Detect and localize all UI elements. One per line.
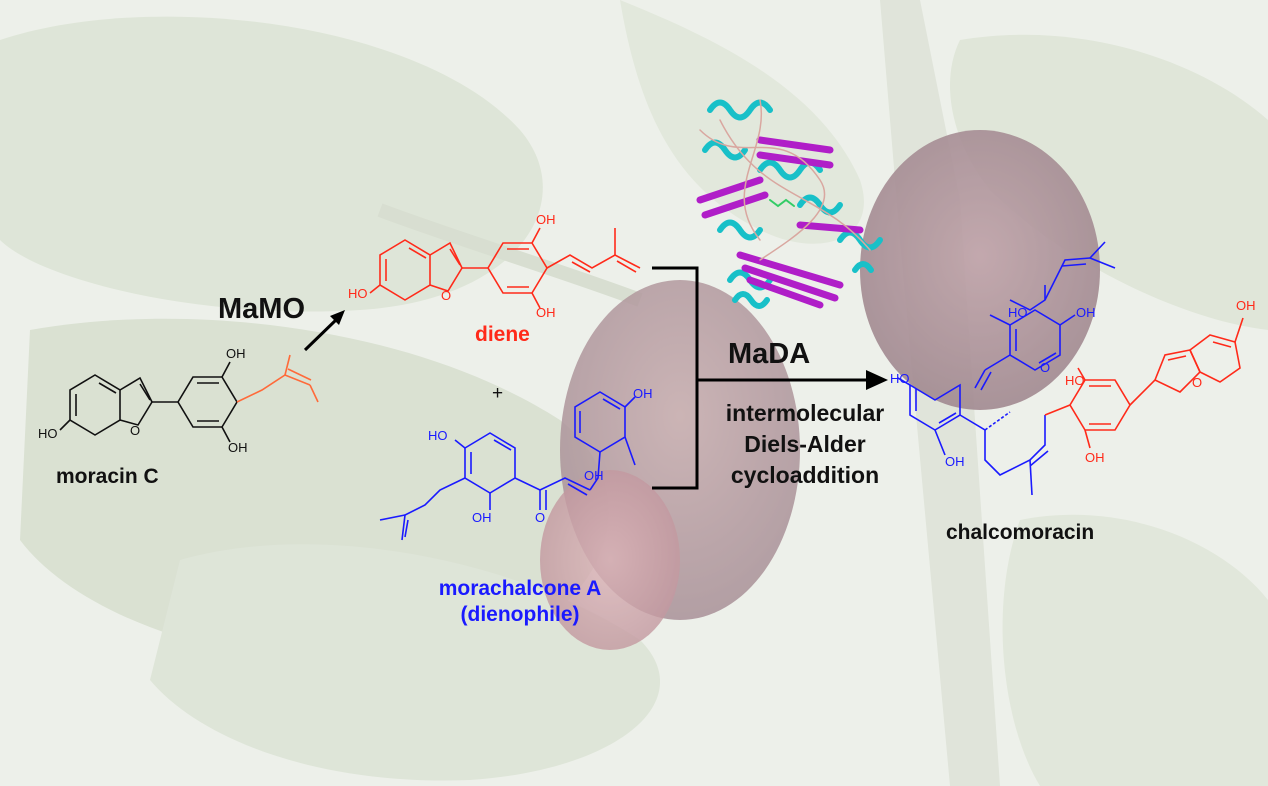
morachalcone-oh-bottom: OH	[472, 510, 492, 525]
diene-oh-top: OH	[536, 212, 556, 227]
moracin-c-structure	[59, 354, 319, 443]
mada-arrowhead	[866, 370, 888, 390]
chalcomoracin-oh-far: OH	[1236, 298, 1256, 313]
diene-oh-bottom: OH	[536, 305, 556, 320]
chalcomoracin-ho-upper: HO	[1008, 305, 1028, 320]
chalcomoracin-ho-red: HO	[1065, 373, 1085, 388]
moracin-c-o: O	[130, 423, 141, 438]
chalcomoracin-carbonyl-o: O	[1040, 360, 1051, 375]
morachalcone-oh-top: OH	[633, 386, 653, 401]
morachalcone-a-structure	[379, 391, 636, 541]
chalcomoracin-oh-upper: OH	[1076, 305, 1096, 320]
chalcomoracin-structure	[897, 241, 1244, 496]
description-line-2: Diels-Alder	[744, 431, 866, 457]
description-line-1: intermolecular	[725, 400, 885, 426]
morachalcone-a-label: morachalcone A (dienophile)	[400, 576, 640, 628]
diene-o: O	[441, 288, 452, 303]
morachalcone-oh-mid: OH	[584, 468, 604, 483]
chalcomoracin-oh-red: OH	[1085, 450, 1105, 465]
mamo-arrow	[303, 310, 345, 352]
description-line-3: cycloaddition	[730, 462, 880, 488]
enzyme-ribbon-icon	[696, 99, 883, 309]
chalcomoracin-furan-o: O	[1192, 375, 1203, 390]
mamo-enzyme-label: MaMO	[218, 293, 305, 325]
diene-label: diene	[475, 323, 530, 346]
moracin-c-oh-top: OH	[226, 346, 246, 361]
chalcomoracin-oh-left: OH	[945, 454, 965, 469]
moracin-c-oh-bottom: OH	[228, 440, 248, 455]
moracin-c-ho: HO	[38, 426, 58, 441]
mada-enzyme-label: MaDA	[728, 338, 811, 370]
morachalcone-a-role: (dienophile)	[460, 603, 580, 626]
morachalcone-ho: HO	[428, 428, 448, 443]
morachalcone-carbonyl-o: O	[535, 510, 546, 525]
morachalcone-a-name: morachalcone A	[438, 577, 602, 600]
diels-alder-description: intermolecular Diels-Alder cycloaddition	[698, 398, 912, 491]
mada-bracket-arrow	[652, 266, 870, 490]
diene-ho: HO	[348, 286, 368, 301]
moracin-c-label: moracin C	[56, 465, 159, 488]
diene-structure	[369, 227, 641, 309]
chalcomoracin-label: chalcomoracin	[946, 521, 1095, 544]
plus-sign: +	[492, 383, 504, 404]
chalcomoracin-ho-left: HO	[890, 371, 910, 386]
